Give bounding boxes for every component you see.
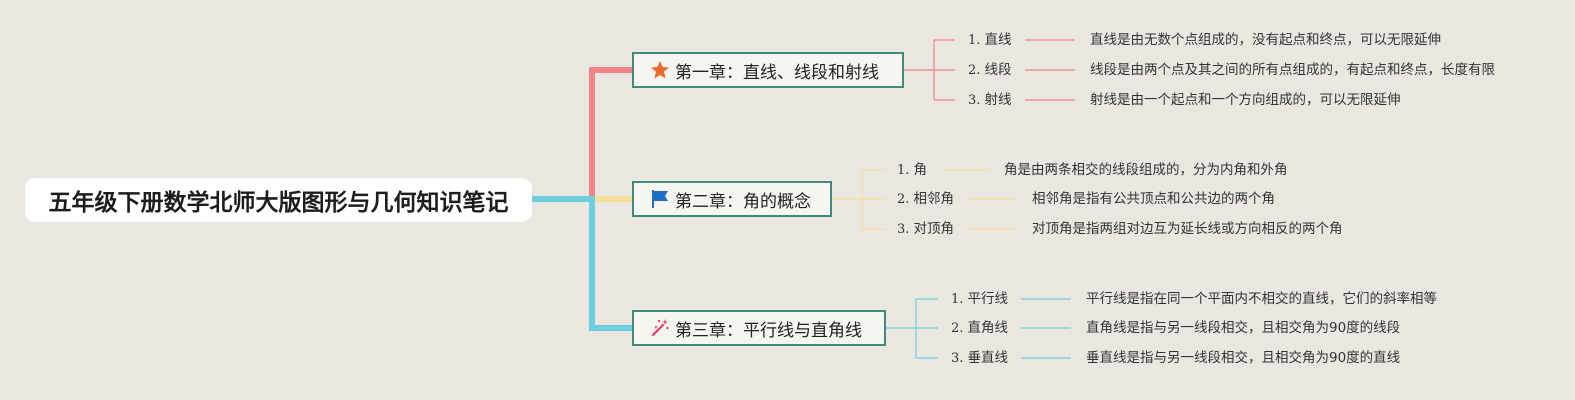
chapter-1-item-1-desc[interactable]: 直线是由无数个点组成的，没有起点和终点，可以无限延伸: [1090, 32, 1441, 48]
chapter-3-node[interactable]: 第三章：平行线与直角线: [632, 310, 886, 346]
item-term: 垂直线: [967, 350, 1009, 366]
flag-icon: [649, 188, 671, 210]
chapter-2-node[interactable]: 第二章：角的概念: [632, 181, 832, 217]
item-term: 角: [913, 162, 928, 178]
chapter-3-item-3[interactable]: 3. 垂直线: [951, 349, 1008, 368]
magic-wand-icon: [649, 317, 671, 339]
item-number: 2.: [968, 63, 981, 78]
chapter-1-item-1[interactable]: 1. 直线: [968, 31, 1012, 50]
chapter-1-title: 第一章：直线、线段和射线: [675, 62, 879, 83]
chapter3-connectors: [886, 298, 1071, 359]
item-number: 3.: [968, 93, 981, 108]
item-term: 相邻角: [913, 191, 955, 207]
chapter-2-item-2[interactable]: 2. 相邻角: [897, 190, 954, 209]
item-number: 2.: [897, 192, 910, 207]
chapter-2-item-1[interactable]: 1. 角: [897, 161, 927, 180]
chapter-2-item-2-desc[interactable]: 相邻角是指有公共顶点和公共边的两个角: [1032, 191, 1275, 207]
chapter-1-item-2-desc[interactable]: 线段是由两个点及其之间的所有点组成的，有起点和终点，长度有限: [1090, 62, 1495, 78]
chapter-3-item-2[interactable]: 2. 直角线: [951, 319, 1008, 338]
chapter1-connectors: [904, 39, 1075, 101]
chapter-1-item-2[interactable]: 2. 线段: [968, 61, 1012, 80]
item-term: 对顶角: [913, 221, 955, 237]
item-number: 1.: [968, 33, 981, 48]
chapter-3-item-1-desc[interactable]: 平行线是指在同一个平面内不相交的直线，它们的斜率相等: [1086, 291, 1437, 307]
root-topic[interactable]: 五年级下册数学北师大版图形与几何知识笔记: [25, 178, 532, 222]
item-number: 3.: [951, 351, 964, 366]
item-number: 1.: [951, 292, 964, 307]
chapter-3-title: 第三章：平行线与直角线: [675, 320, 862, 341]
item-term: 平行线: [967, 291, 1009, 307]
chapter-3-item-3-desc[interactable]: 垂直线是指与另一线段相交，且相交角为90度的直线: [1086, 350, 1401, 366]
item-term: 直线: [984, 32, 1012, 48]
chapter-2-item-3[interactable]: 3. 对顶角: [897, 220, 954, 239]
item-number: 2.: [951, 321, 964, 336]
chapter-1-item-3[interactable]: 3. 射线: [968, 91, 1012, 110]
chapter-3-item-2-desc[interactable]: 直角线是指与另一线段相交，且相交角为90度的线段: [1086, 320, 1401, 336]
branch-chapter3: [532, 196, 632, 331]
star-icon: [649, 59, 671, 81]
item-term: 射线: [984, 92, 1012, 108]
chapter-2-item-3-desc[interactable]: 对顶角是指两组对边互为延长线或方向相反的两个角: [1032, 221, 1343, 237]
chapter-1-item-3-desc[interactable]: 射线是由一个起点和一个方向组成的，可以无限延伸: [1090, 92, 1401, 108]
chapter-2-item-1-desc[interactable]: 角是由两条相交的线段组成的，分为内角和外角: [1004, 162, 1288, 178]
item-number: 1.: [897, 163, 910, 178]
branch-chapter1: [532, 67, 632, 202]
chapter-1-node[interactable]: 第一章：直线、线段和射线: [632, 52, 904, 88]
chapter2-connectors: [832, 169, 1017, 230]
chapter-3-item-1[interactable]: 1. 平行线: [951, 290, 1008, 309]
item-term: 直角线: [967, 320, 1009, 336]
item-number: 3.: [897, 222, 910, 237]
chapter-2-title: 第二章：角的概念: [675, 191, 811, 212]
item-term: 线段: [984, 62, 1012, 78]
